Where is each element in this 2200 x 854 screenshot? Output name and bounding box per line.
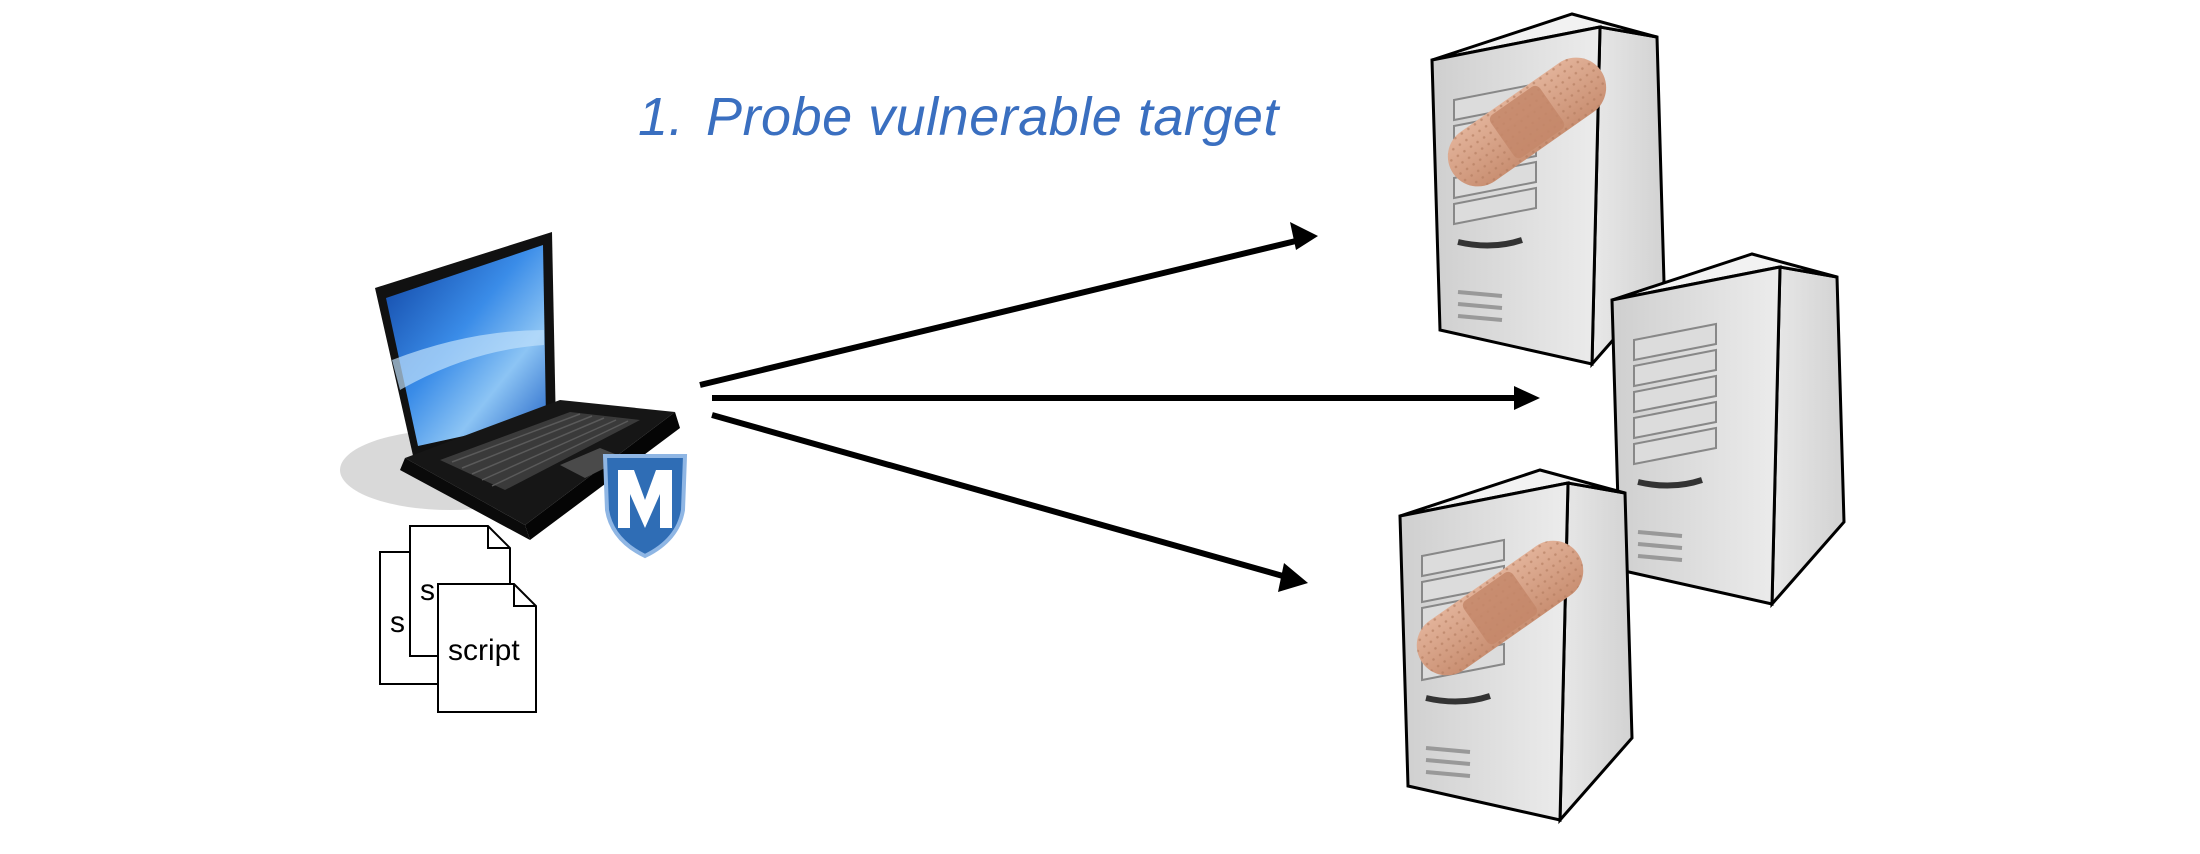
document-label-1: s (390, 606, 405, 639)
document-icon: script (437, 583, 537, 713)
step-number: 1. (638, 87, 685, 147)
step-title-text: Probe vulnerable target (706, 87, 1279, 147)
server-icon (1610, 252, 1846, 609)
document-stack: s s script (379, 525, 537, 713)
arrow-to-middle-server (712, 386, 1540, 410)
step-title: 1. Probe vulnerable target (638, 86, 1279, 148)
bandage-icon (1416, 540, 1584, 676)
probe-arrows (699, 222, 1540, 592)
bandage-icon (1447, 57, 1607, 187)
server-icon (1398, 468, 1634, 825)
laptop-icon (340, 232, 680, 540)
arrow-to-top-server (699, 222, 1318, 388)
arrow-to-bottom-server (711, 412, 1308, 592)
metasploit-shield-icon (602, 454, 688, 559)
document-label-3: script (448, 634, 520, 667)
document-label-2: s (420, 574, 435, 607)
server-icon (1430, 12, 1666, 369)
